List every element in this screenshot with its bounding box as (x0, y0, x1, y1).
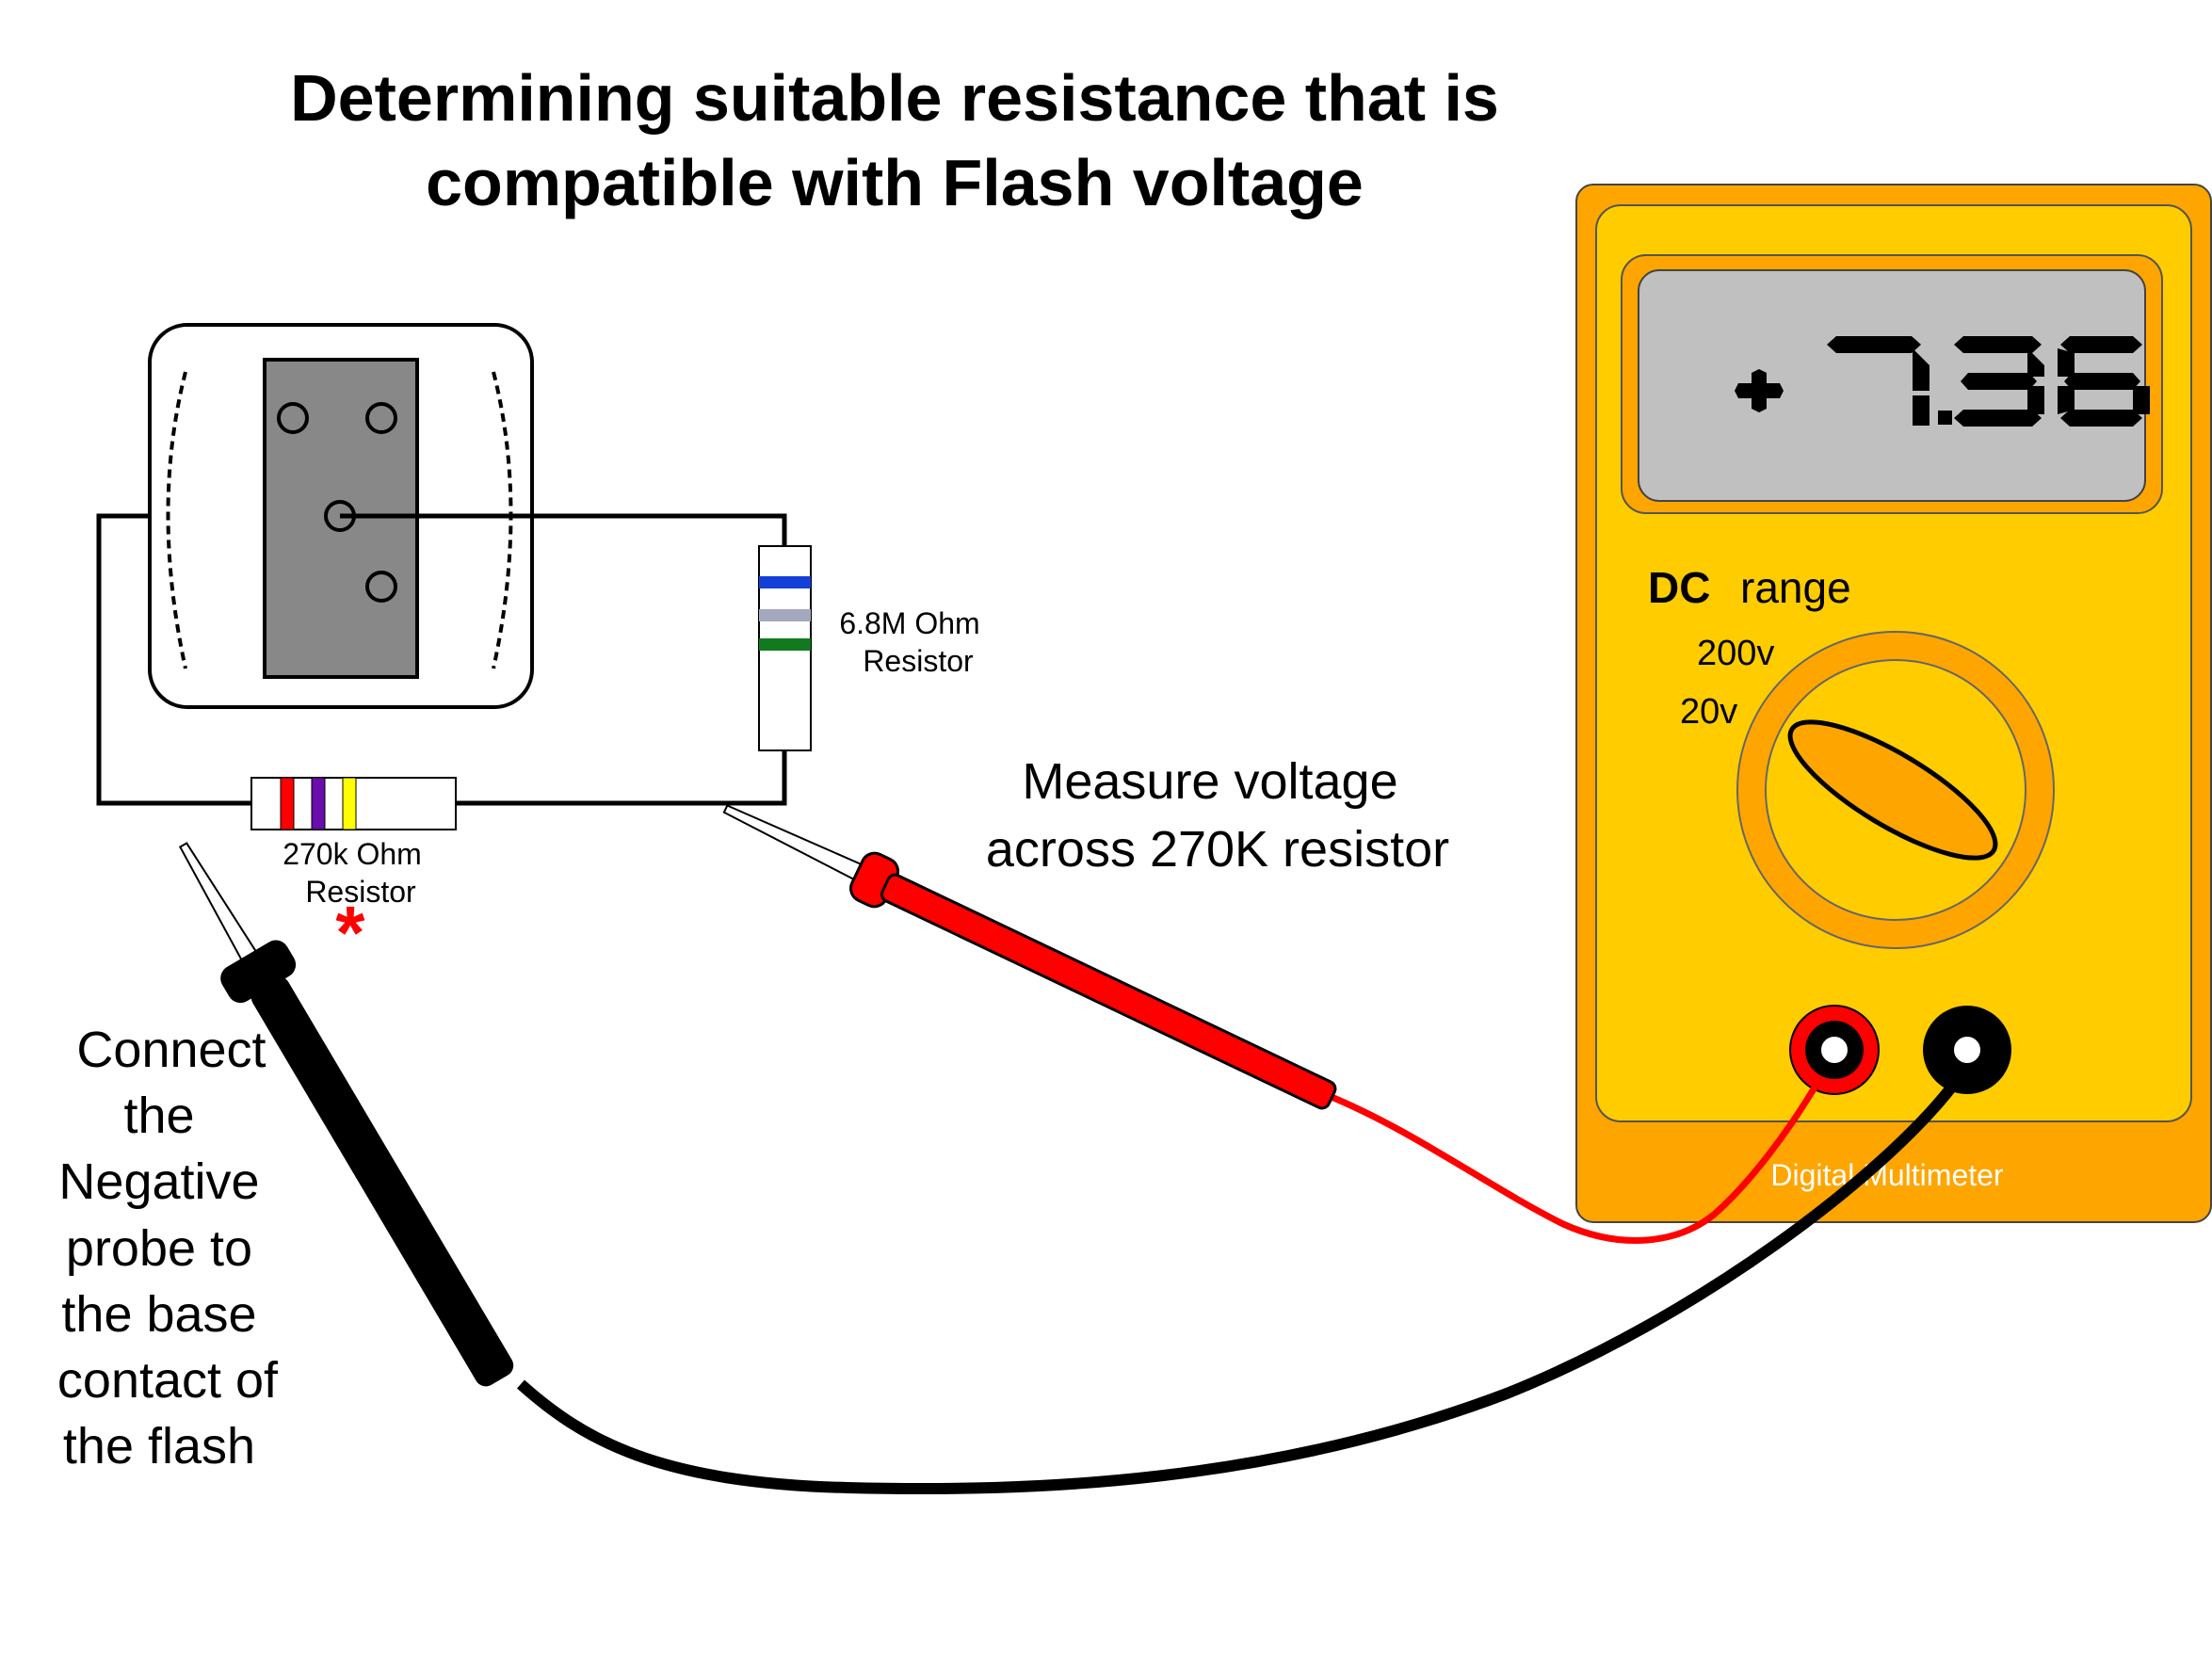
lcd-screen (1638, 269, 2146, 502)
digital-multimeter: DC range 200v 20v Digital Multimeter (1575, 184, 2212, 1223)
dc-label: DC (1648, 563, 1710, 612)
negative-note-line-5: the base (61, 1286, 256, 1343)
resistor-270k-band-2 (311, 777, 326, 830)
resistor-270k (250, 777, 457, 830)
negative-probe-tip (178, 842, 260, 964)
positive-jack-hole (1819, 1035, 1849, 1065)
negative-jack-hole (1952, 1035, 1982, 1065)
contact-pin-top-right (365, 402, 397, 434)
negative-note-line-2: the (123, 1088, 194, 1144)
positive-probe-handle (880, 873, 1337, 1110)
range-selector-knob[interactable] (1736, 631, 2055, 949)
negative-note-line-7: the flash (63, 1418, 255, 1475)
negative-note: Connect the Negative probe to the base c… (57, 1022, 279, 1475)
negative-note-line-1: Connect (76, 1022, 266, 1078)
wire-bottom-right (456, 750, 787, 806)
measure-note-line-2: across 270K resistor (986, 821, 1449, 878)
negative-probe-handle (250, 976, 514, 1387)
diagram-title-line-1: Determining suitable resistance that is (290, 61, 1499, 135)
hotshoe-left-rail (166, 371, 187, 669)
negative-probe-lead (516, 1079, 1960, 1495)
resistor-270k-band-3 (342, 777, 357, 830)
positive-probe[interactable] (715, 786, 1343, 1121)
lcd-sign-plus (1735, 369, 1784, 412)
negative-jack[interactable] (1923, 1006, 2011, 1094)
resistor-6-8m-band-1 (759, 576, 811, 588)
resistor-270k-label-line-1: 270k Ohm (283, 837, 422, 871)
range-label: range (1740, 563, 1851, 612)
contact-pin-bottom (365, 571, 397, 603)
negative-note-line-6: contact of (57, 1352, 279, 1409)
positive-probe-tip (722, 804, 867, 883)
positive-probe-lead (1325, 1081, 1821, 1244)
resistor-6-8m (758, 545, 812, 751)
range-option-200v[interactable]: 200v (1697, 634, 1774, 673)
resistor-270k-band-1 (280, 777, 295, 830)
resistor-6-8m-label-line-2: Resistor (863, 644, 974, 678)
lcd-decimal-point (1938, 411, 1952, 425)
lcd-digit-six (2058, 336, 2150, 427)
resistor-6-8m-band-3 (759, 638, 811, 651)
contact-pin-top-left (277, 402, 309, 434)
negative-probe-guard (220, 940, 297, 1004)
range-option-20v[interactable]: 20v (1680, 692, 1737, 732)
resistor-6-8m-band-2 (759, 609, 811, 621)
asterisk-marker: * (335, 891, 365, 975)
measure-note-line-1: Measure voltage (1022, 753, 1397, 810)
negative-note-line-4: probe to (66, 1220, 252, 1277)
lcd-digit-seven (1827, 336, 1929, 426)
negative-note-line-3: Negative (58, 1153, 259, 1210)
knob-pointer[interactable] (1773, 699, 2011, 881)
multimeter-brand-text: Digital Multimeter (1770, 1158, 2004, 1192)
negative-probe[interactable] (151, 826, 532, 1399)
resistor-270k-label-line-2: Resistor (305, 875, 416, 909)
resistor-6-8m-label-line-1: 6.8M Ohm (839, 606, 979, 640)
diagram-title-line-2: compatible with Flash voltage (426, 146, 1364, 219)
positive-jack[interactable] (1789, 1005, 1880, 1095)
lcd-digit-three (1954, 336, 2044, 427)
